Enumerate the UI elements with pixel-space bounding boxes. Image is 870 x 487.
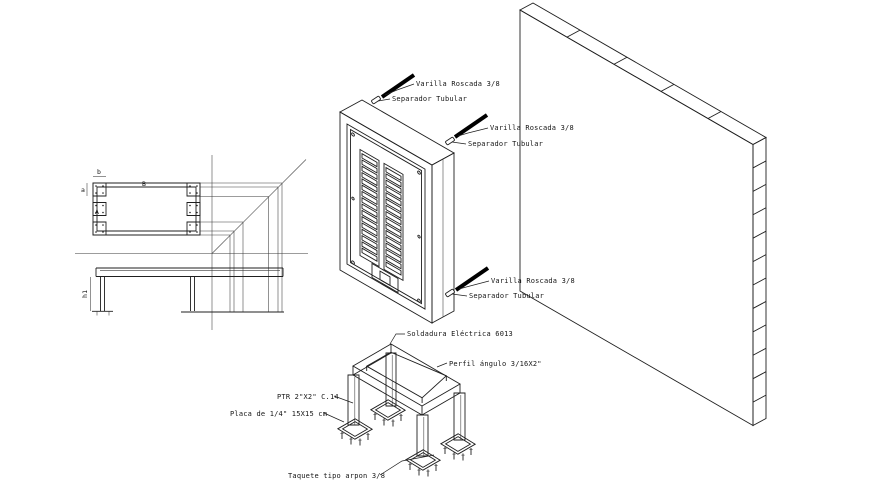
label-varilla-roscada-1: Varilla Roscada 3/8 <box>416 80 500 88</box>
elevation-view <box>91 268 285 316</box>
plan-view <box>87 177 200 236</box>
label-taquete: Taquete tipo arpon 3/8 <box>288 472 385 480</box>
dim-B: B <box>142 180 146 188</box>
label-separador-tubular-1: Separador Tubular <box>392 95 467 103</box>
ptr-cross-sections <box>93 183 200 235</box>
wall-brick-edges <box>567 30 766 402</box>
support-frame <box>338 344 475 477</box>
transfer-lines <box>200 183 282 312</box>
label-separador-tubular-3: Separador Tubular <box>469 292 544 300</box>
dim-b: b <box>97 168 101 176</box>
annotations: Varilla Roscada 3/8 Separador Tubular Va… <box>81 80 575 480</box>
electrical-panel <box>340 100 454 323</box>
label-placa: Placa de 1/4" 15X15 cm <box>230 410 327 418</box>
base-plates <box>338 400 475 477</box>
leader-lines <box>324 84 489 475</box>
dim-a: a <box>81 186 85 194</box>
label-varilla-roscada-2: Varilla Roscada 3/8 <box>490 124 574 132</box>
projection-lines <box>75 155 308 330</box>
label-soldadura: Soldadura Eléctrica 6013 <box>407 330 513 338</box>
label-perfil-angulo: Perfil ángulo 3/16X2" <box>449 360 542 368</box>
anchor-rods <box>371 75 488 297</box>
panel-front-face <box>340 112 432 323</box>
frame-legs <box>348 353 465 456</box>
label-separador-tubular-2: Separador Tubular <box>468 140 543 148</box>
tubular-spacer-3 <box>445 289 455 297</box>
label-ptr: PTR 2"X2" C.14 <box>277 393 339 401</box>
brick-wall <box>520 3 766 426</box>
breaker-rows <box>362 154 401 275</box>
tubular-spacer-2 <box>445 137 455 145</box>
dim-A: A <box>95 208 99 216</box>
label-varilla-roscada-3: Varilla Roscada 3/8 <box>491 277 575 285</box>
wall-front-face <box>520 10 753 426</box>
dim-h1: h1 <box>81 290 89 298</box>
panel-top-face <box>340 100 454 165</box>
tubular-spacer-1 <box>371 96 381 104</box>
